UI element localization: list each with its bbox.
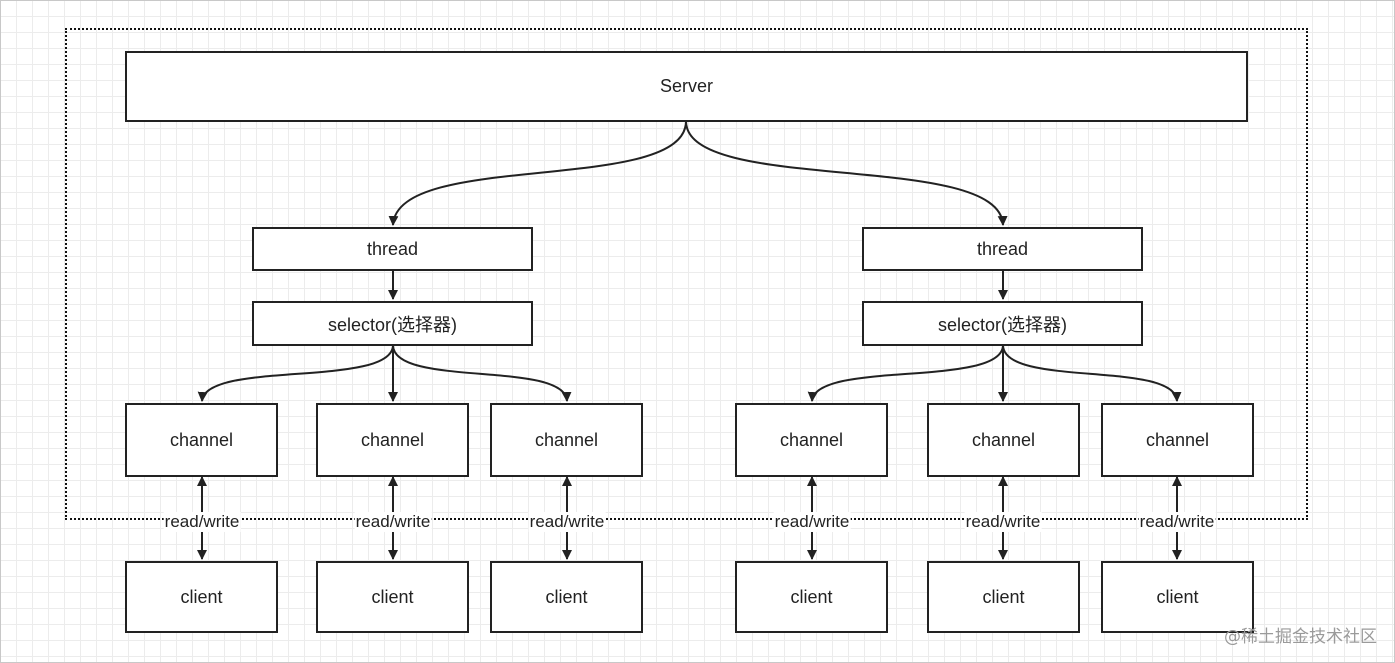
- channel-node: channel: [125, 403, 278, 477]
- selector-node-right: selector(选择器): [862, 301, 1143, 346]
- edge-label-read-write: read/write: [528, 512, 606, 532]
- edge-selector-channel-4: [807, 344, 1004, 402]
- edge-selector-channel-6: [1002, 344, 1182, 402]
- edge-selector-channel-3: [392, 344, 572, 402]
- edge-label-read-write: read/write: [1138, 512, 1216, 532]
- channel-node: channel: [490, 403, 643, 477]
- edge-server-thread-left: [388, 120, 687, 226]
- edge-server-thread-right: [685, 120, 1008, 226]
- client-node: client: [125, 561, 278, 633]
- client-node: client: [1101, 561, 1254, 633]
- channel-node: channel: [1101, 403, 1254, 477]
- client-node: client: [316, 561, 469, 633]
- edge-label-read-write: read/write: [163, 512, 241, 532]
- edge-label-read-write: read/write: [964, 512, 1042, 532]
- edge-selector-channel-1: [197, 344, 394, 402]
- client-node: client: [490, 561, 643, 633]
- channel-node: channel: [735, 403, 888, 477]
- channel-node: channel: [927, 403, 1080, 477]
- client-node: client: [735, 561, 888, 633]
- server-boundary: [65, 28, 1308, 520]
- server-node: Server: [125, 51, 1248, 122]
- watermark: @稀土掘金技术社区: [1224, 627, 1377, 647]
- channel-node: channel: [316, 403, 469, 477]
- edge-label-read-write: read/write: [354, 512, 432, 532]
- selector-node-left: selector(选择器): [252, 301, 533, 346]
- client-node: client: [927, 561, 1080, 633]
- thread-node-left: thread: [252, 227, 533, 271]
- edge-label-read-write: read/write: [773, 512, 851, 532]
- thread-node-right: thread: [862, 227, 1143, 271]
